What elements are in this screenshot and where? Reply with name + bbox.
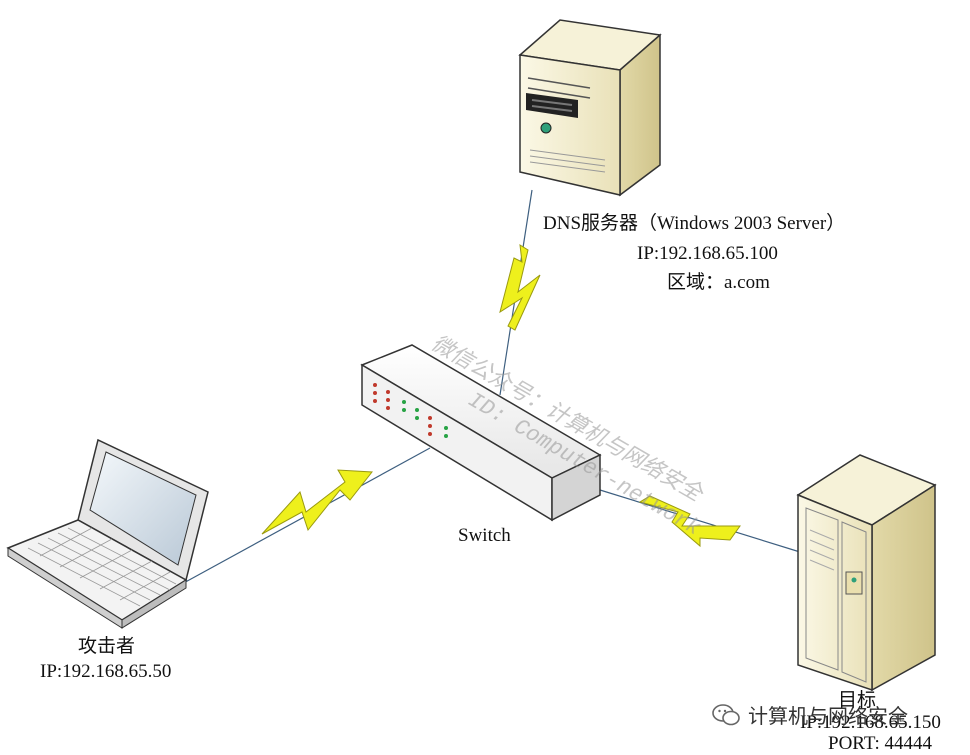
wechat-icon	[712, 703, 740, 725]
dns-server-zone: 区域：a.com	[667, 272, 770, 293]
target-ip: IP:192.168.65.150	[800, 712, 941, 733]
laptop-icon	[6, 438, 209, 629]
target-port: PORT: 44444	[828, 733, 933, 754]
brand-text: 计算机与网络安全	[748, 704, 908, 728]
dns-server-title: DNS服务器（Windows 2003 Server）	[543, 213, 846, 234]
brand-badge: 计算机与网络安全	[712, 700, 908, 729]
link-attacker-switch	[179, 447, 431, 586]
dns-server-ip: IP:192.168.65.100	[637, 243, 778, 264]
link-dns-switch	[499, 189, 541, 396]
target-server-icon	[796, 454, 937, 692]
target-title: 目标	[838, 690, 877, 711]
dns-server-icon	[518, 19, 662, 197]
attacker-title: 攻击者	[78, 636, 136, 657]
attacker-ip: IP:192.168.65.50	[40, 661, 172, 682]
link-switch-target	[599, 489, 801, 553]
switch-label: Switch	[458, 525, 511, 546]
switch-icon	[360, 344, 602, 522]
